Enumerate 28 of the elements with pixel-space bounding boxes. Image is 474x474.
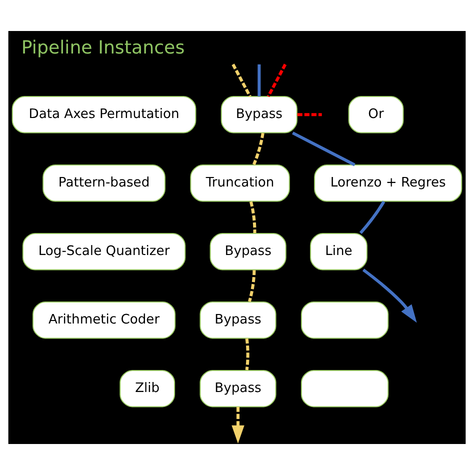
connector (248, 270, 256, 302)
node-box: Zlib (120, 369, 176, 407)
node-box: Lorenzo + Regres (314, 164, 462, 202)
arrow (232, 406, 244, 443)
node-box: Or (348, 95, 404, 133)
connector (359, 200, 386, 234)
node-box: Bypass (220, 95, 298, 133)
node-box: Pattern-based (42, 164, 166, 202)
connector (266, 63, 287, 97)
node-box: Arithmetic Coder (32, 300, 176, 338)
node-box: Bypass (200, 369, 276, 407)
connector (245, 338, 250, 370)
connector (232, 63, 252, 97)
connector (292, 131, 356, 166)
node-box: Truncation (190, 164, 290, 202)
diagram-title: Pipeline Instances (21, 37, 185, 58)
node-box: Data Axes Permutation (12, 95, 196, 133)
node-box: Bypass (200, 300, 276, 338)
node-box: Log-Scale Quantizer (22, 232, 186, 270)
connector (297, 112, 322, 116)
node-box: Line (310, 232, 368, 270)
connector (258, 64, 261, 96)
arrow (362, 268, 417, 322)
node-box: Bypass (210, 232, 286, 270)
node-box (300, 300, 389, 338)
node-box (300, 369, 389, 407)
connector (252, 132, 264, 165)
connector (249, 200, 256, 233)
